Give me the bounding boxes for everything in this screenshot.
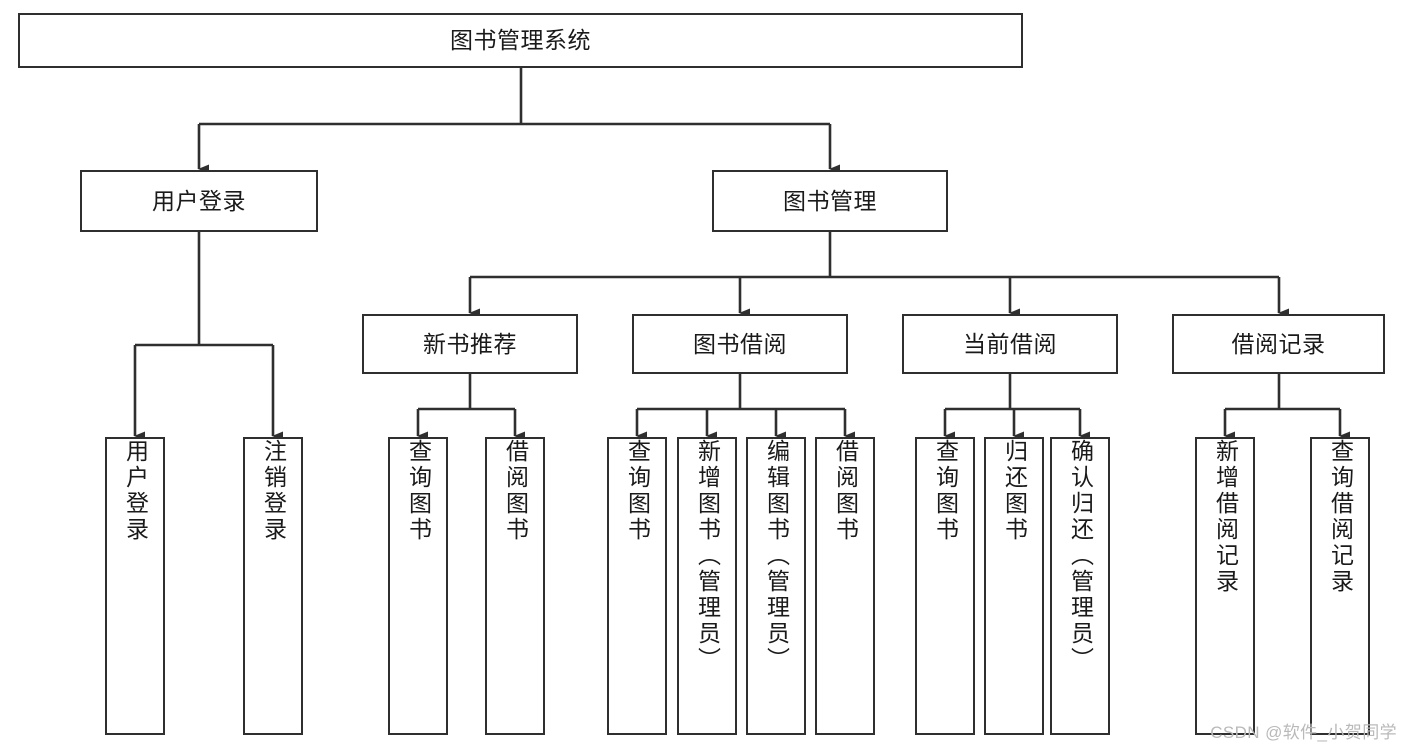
node-leaf-归还图书[interactable]: 归还图书	[984, 437, 1044, 735]
node-root-图书管理系统[interactable]: 图书管理系统	[18, 13, 1023, 68]
node-l2-用户登录-label: 用户登录	[152, 187, 246, 214]
node-leaf-借阅图书[interactable]: 借阅图书	[485, 437, 545, 735]
node-leaf-查询图书[interactable]: 查询图书	[388, 437, 448, 735]
node-leaf-确认归还管理员-label: 确认归还（管理员）	[1067, 439, 1094, 673]
node-leaf-借阅图书-label: 借阅图书	[502, 439, 529, 543]
node-root-图书管理系统-label: 图书管理系统	[450, 27, 591, 54]
node-leaf-查询图书[interactable]: 查询图书	[607, 437, 667, 735]
node-leaf-查询图书-label: 查询图书	[932, 439, 959, 543]
node-leaf-查询图书[interactable]: 查询图书	[915, 437, 975, 735]
node-l3-借阅记录[interactable]: 借阅记录	[1172, 314, 1385, 374]
node-leaf-新增图书管理员[interactable]: 新增图书（管理员）	[677, 437, 737, 735]
node-leaf-注销登录[interactable]: 注销登录	[243, 437, 303, 735]
node-leaf-查询图书-label: 查询图书	[405, 439, 432, 543]
node-leaf-查询借阅记录[interactable]: 查询借阅记录	[1310, 437, 1370, 735]
node-leaf-借阅图书-label: 借阅图书	[832, 439, 859, 543]
node-l3-新书推荐-label: 新书推荐	[423, 330, 517, 357]
node-leaf-归还图书-label: 归还图书	[1001, 439, 1028, 543]
node-leaf-编辑图书管理员-label: 编辑图书（管理员）	[763, 439, 790, 673]
node-leaf-新增借阅记录-label: 新增借阅记录	[1212, 439, 1239, 595]
node-l2-图书管理-label: 图书管理	[783, 187, 877, 214]
node-l2-图书管理[interactable]: 图书管理	[712, 170, 948, 232]
node-leaf-注销登录-label: 注销登录	[260, 439, 287, 543]
node-leaf-新增图书管理员-label: 新增图书（管理员）	[694, 439, 721, 673]
node-l3-当前借阅[interactable]: 当前借阅	[902, 314, 1118, 374]
node-l3-图书借阅-label: 图书借阅	[693, 330, 787, 357]
node-l2-用户登录[interactable]: 用户登录	[80, 170, 318, 232]
node-l3-新书推荐[interactable]: 新书推荐	[362, 314, 578, 374]
node-leaf-用户登录-label: 用户登录	[122, 439, 149, 543]
node-l3-借阅记录-label: 借阅记录	[1231, 330, 1326, 357]
node-leaf-确认归还管理员[interactable]: 确认归还（管理员）	[1050, 437, 1110, 735]
node-leaf-查询借阅记录-label: 查询借阅记录	[1327, 439, 1354, 595]
node-leaf-用户登录[interactable]: 用户登录	[105, 437, 165, 735]
node-leaf-编辑图书管理员[interactable]: 编辑图书（管理员）	[746, 437, 806, 735]
node-l3-图书借阅[interactable]: 图书借阅	[632, 314, 848, 374]
node-l3-当前借阅-label: 当前借阅	[963, 330, 1057, 357]
node-leaf-新增借阅记录[interactable]: 新增借阅记录	[1195, 437, 1255, 735]
node-leaf-借阅图书[interactable]: 借阅图书	[815, 437, 875, 735]
node-leaf-查询图书-label: 查询图书	[624, 439, 651, 543]
